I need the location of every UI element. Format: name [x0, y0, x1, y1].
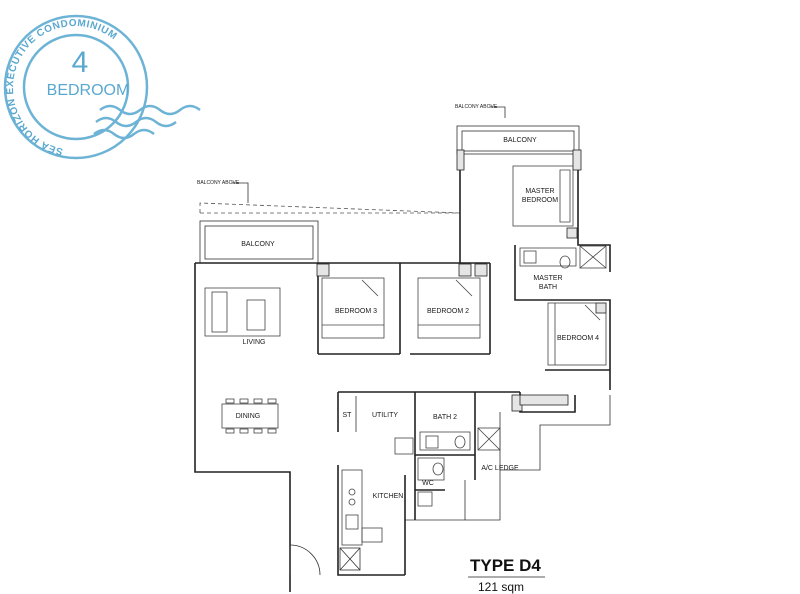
bedroom-stamp: SEA HORIZON EXECUTIVE CONDOMINIUM 4 BEDR… — [3, 14, 201, 160]
ac-ledge-label: A/C LEDGE — [481, 465, 519, 472]
bath-2: BATH 2 — [419, 414, 501, 451]
unit-walls — [194, 154, 611, 592]
bedroom-3-label: BEDROOM 3 — [335, 308, 377, 315]
kitchen-label: KITCHEN — [373, 493, 404, 500]
balcony-left: BALCONY ABOVE BALCONY — [197, 180, 461, 264]
stamp-number: 4 — [72, 46, 89, 79]
balcony-above-left-label: BALCONY ABOVE — [197, 180, 240, 186]
stamp-word: BEDROOM — [47, 82, 130, 99]
master-bath: MASTER BATH — [519, 245, 607, 291]
utility-label: UTILITY — [372, 412, 398, 419]
bath-2-label: BATH 2 — [433, 414, 457, 421]
bedroom-4: BEDROOM 4 — [547, 302, 607, 366]
master-bath-label-2: BATH — [539, 284, 557, 291]
master-bath-label-1: MASTER — [533, 275, 562, 282]
unit-area: 121 sqm — [478, 580, 524, 594]
balcony-top-label: BALCONY — [503, 137, 537, 144]
wc-label: WC — [422, 480, 434, 487]
balcony-above-top-label: BALCONY ABOVE — [455, 104, 498, 110]
bedroom-4-label: BEDROOM 4 — [557, 335, 599, 342]
living-label: LIVING — [243, 339, 266, 346]
structural-columns — [316, 149, 607, 412]
balcony-top: BALCONY ABOVE BALCONY — [455, 104, 580, 155]
stamp-waves-icon — [93, 104, 201, 140]
master-bedroom: MASTER BEDROOM — [512, 165, 574, 227]
kitchen: KITCHEN — [341, 469, 404, 546]
st-label: ST — [343, 412, 353, 419]
master-bedroom-label-2: BEDROOM — [522, 197, 558, 204]
bedroom-2-label: BEDROOM 2 — [427, 308, 469, 315]
wc: WC — [417, 457, 445, 507]
balcony-left-label: BALCONY — [241, 241, 275, 248]
utility-area: ST UTILITY — [343, 396, 414, 455]
master-bedroom-label-1: MASTER — [525, 188, 554, 195]
living-area: LIVING — [204, 287, 281, 346]
unit-type-title: TYPE D4 — [470, 556, 541, 575]
bedroom-2: BEDROOM 2 — [417, 277, 481, 339]
dining-area: DINING — [221, 398, 279, 434]
dining-label: DINING — [236, 413, 261, 420]
bedroom-3: BEDROOM 3 — [321, 277, 385, 339]
